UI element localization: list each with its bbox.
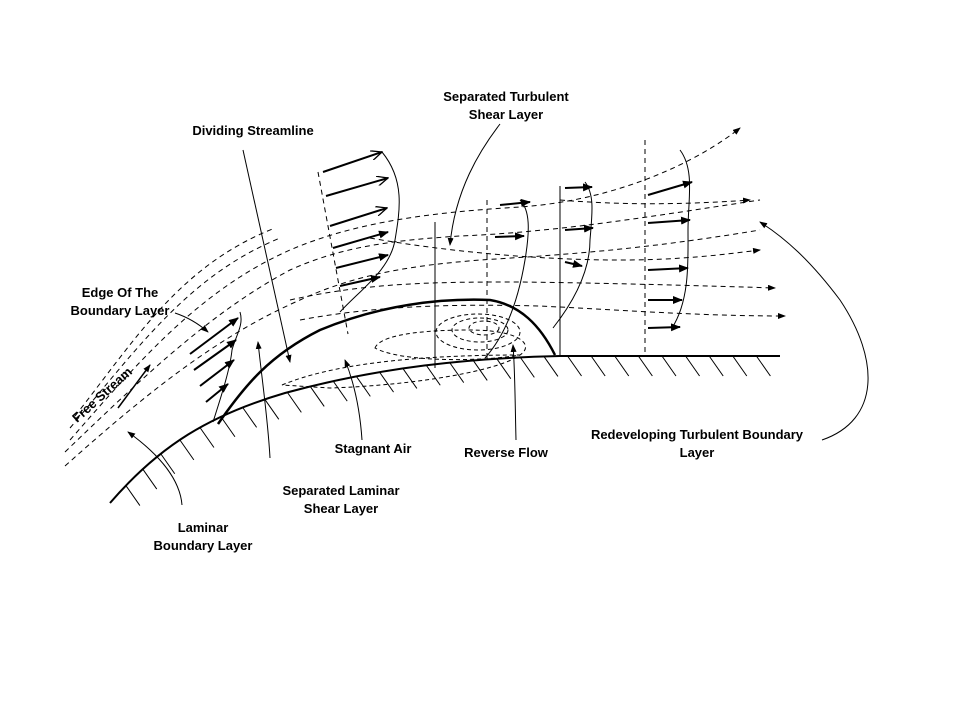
hatch-mark xyxy=(732,355,748,377)
hatch-mark xyxy=(179,439,195,461)
label-separated-laminar-1: Separated Laminar xyxy=(282,483,399,498)
hatch-mark xyxy=(286,392,302,413)
label-edge-2: Boundary Layer xyxy=(71,303,170,318)
velocity-profiles xyxy=(339,140,691,368)
hatch-mark xyxy=(220,416,236,438)
hatch-mark xyxy=(125,485,141,506)
airfoil-surface xyxy=(109,355,780,504)
label-stagnant-air: Stagnant Air xyxy=(335,441,412,456)
free-stream-arrow xyxy=(117,364,151,409)
hatch-mark xyxy=(685,355,700,377)
laminar-profile xyxy=(212,311,242,423)
hatch-mark xyxy=(425,364,441,386)
label-redeveloping-2: Layer xyxy=(680,445,715,460)
hatch-mark xyxy=(543,356,559,377)
label-laminar-2: Boundary Layer xyxy=(154,538,253,553)
hatch-mark xyxy=(449,362,465,383)
hatch-mark xyxy=(332,380,348,402)
hatch-mark xyxy=(199,427,215,448)
hatch-mark xyxy=(519,357,535,378)
hatch-mark xyxy=(242,407,258,428)
hatch-mark xyxy=(472,360,488,381)
hatch-mark xyxy=(567,355,582,377)
hatch-mark xyxy=(402,368,418,389)
label-separated-laminar-2: Shear Layer xyxy=(304,501,378,516)
hatch-mark xyxy=(309,386,325,407)
label-dividing-streamline: Dividing Streamline xyxy=(192,123,313,138)
hatch-mark xyxy=(661,355,677,377)
label-edge-1: Edge Of The xyxy=(82,285,159,300)
hatch-mark xyxy=(379,371,394,393)
hatch-mark xyxy=(755,355,771,377)
hatch-mark xyxy=(160,453,176,475)
hatch-mark xyxy=(142,468,158,490)
velocity-vectors xyxy=(189,152,693,403)
leader-lines xyxy=(127,123,869,506)
hatch-mark xyxy=(264,399,280,420)
separation-dashed-line xyxy=(317,171,349,335)
label-laminar-1: Laminar xyxy=(178,520,229,535)
dividing-streamline xyxy=(216,298,557,425)
hatch-mark xyxy=(496,358,512,379)
streamlines xyxy=(64,127,786,467)
label-redeveloping-1: Redeveloping Turbulent Boundary xyxy=(591,427,804,442)
separation-bubble xyxy=(281,313,526,389)
labels: Dividing Streamline Separated Turbulent … xyxy=(69,89,804,553)
hatch-mark xyxy=(590,355,606,377)
label-separated-turbulent-2: Shear Layer xyxy=(469,107,543,122)
hatch-mark xyxy=(614,355,630,377)
label-separated-turbulent-1: Separated Turbulent xyxy=(443,89,569,104)
hatch-mark xyxy=(708,355,724,377)
hatch-mark xyxy=(637,355,653,377)
label-reverse-flow: Reverse Flow xyxy=(464,445,549,460)
